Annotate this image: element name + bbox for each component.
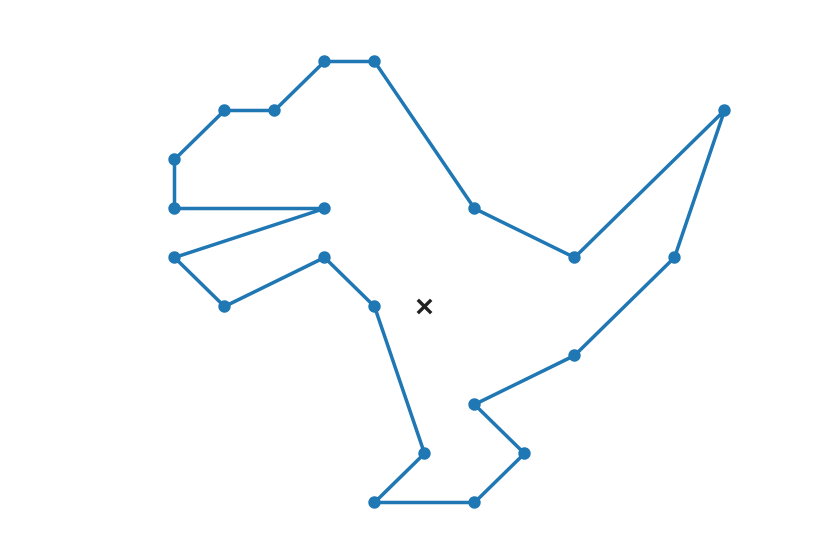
centroid-layer [416,298,433,315]
data-point [718,104,731,117]
data-point [468,496,481,509]
data-point [368,496,381,509]
data-point [168,251,181,264]
data-point [468,398,481,411]
data-point [168,153,181,166]
data-point [218,300,231,313]
series-layer [172,59,727,505]
centroid-marker [416,298,433,315]
data-point [218,104,231,117]
marker-layer [168,55,731,509]
data-point [318,55,331,68]
data-point [318,202,331,215]
data-point [168,202,181,215]
data-point [368,300,381,313]
series-line [172,59,727,505]
data-point [518,447,531,460]
data-point [468,202,481,215]
data-point [418,447,431,460]
data-point [568,349,581,362]
data-point [568,251,581,264]
data-point [318,251,331,264]
data-point [668,251,681,264]
data-point [368,55,381,68]
data-point [268,104,281,117]
